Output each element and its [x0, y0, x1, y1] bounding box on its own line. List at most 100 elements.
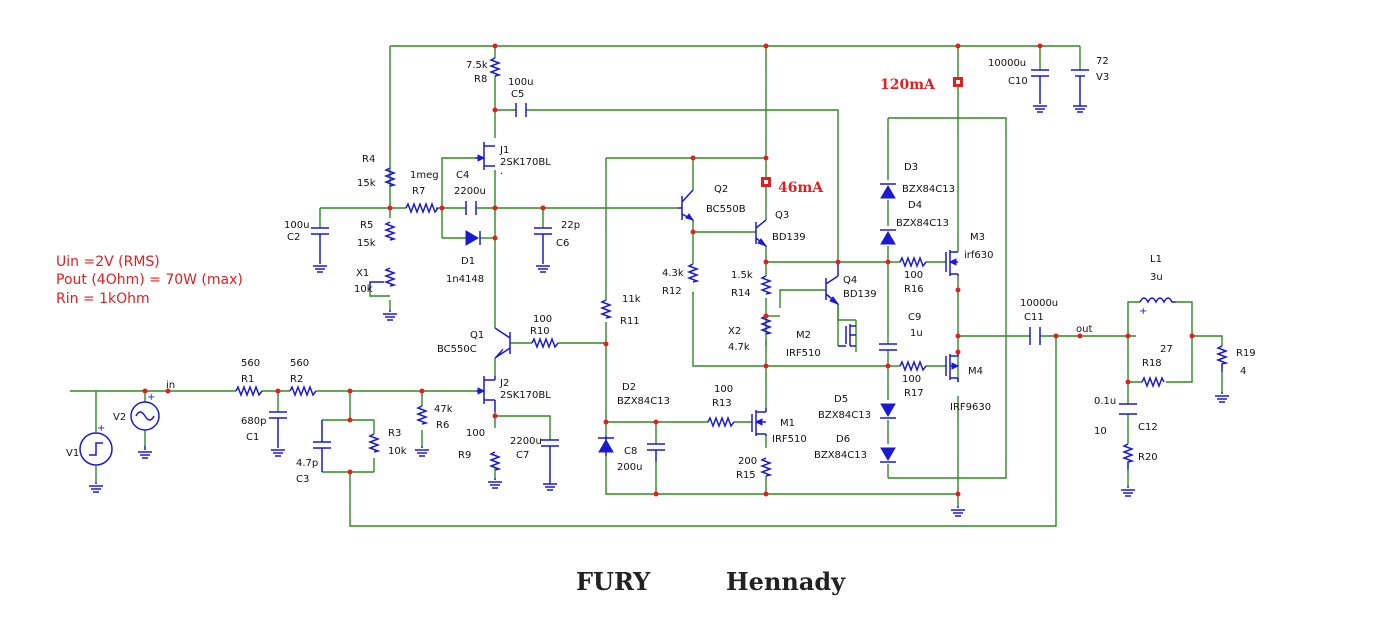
- label-C1v: 680p: [241, 416, 266, 427]
- inductor-L1: +: [1139, 297, 1176, 317]
- resistor-R6: [415, 405, 429, 425]
- resistor-R16: [899, 255, 927, 269]
- label-R10v: 100: [533, 314, 552, 325]
- battery-V3: [1071, 69, 1089, 104]
- capacitor-C12: [1119, 403, 1137, 415]
- label-R18v: 27: [1160, 344, 1173, 355]
- label-R13: R13: [712, 398, 732, 409]
- label-D2: D2: [622, 382, 636, 393]
- label-R5v: 15k: [357, 238, 376, 249]
- label-C9v: 1u: [910, 328, 923, 339]
- label-M3: M3: [970, 232, 985, 243]
- note-rin: Rin = 1kOhm: [56, 291, 150, 307]
- pulse-source-V1: +: [79, 423, 113, 466]
- label-C4: C4: [456, 170, 469, 181]
- note-uin: Uin =2V (RMS): [56, 254, 160, 270]
- label-C6: C6: [556, 238, 569, 249]
- label-R3: R3: [388, 428, 401, 439]
- label-R7: R7: [412, 186, 425, 197]
- capacitor-C10: [1031, 69, 1049, 102]
- label-M4: M4: [968, 366, 983, 377]
- label-M1: M1: [780, 418, 795, 429]
- resistor-R5: [383, 221, 397, 241]
- mosfet-M4: [945, 352, 960, 382]
- label-R9: R9: [458, 450, 471, 461]
- label-C10: C10: [1008, 76, 1028, 87]
- label-M2v: IRF510: [786, 348, 821, 359]
- label-M3v: irf630: [964, 250, 994, 261]
- label-D5v: BZX84C13: [818, 410, 871, 421]
- label-Q1: Q1: [470, 330, 484, 341]
- label-J1: J1: [499, 145, 509, 156]
- resistor-R2: [289, 384, 317, 398]
- label-R2v: 560: [290, 358, 309, 369]
- label-L1v: 3u: [1150, 272, 1163, 283]
- label-D1v: 1n4148: [446, 274, 484, 285]
- label-R16: R16: [904, 284, 924, 295]
- label-C1: C1: [246, 432, 259, 443]
- mosfet-M1: [751, 408, 767, 436]
- capacitor-C9: [879, 343, 897, 351]
- label-R16v: 100: [904, 270, 923, 281]
- bjt-Q2: [678, 189, 695, 221]
- zener-D6: [880, 447, 896, 461]
- label-R11v: 11k: [622, 294, 641, 305]
- label-C3v: 4.7p: [296, 458, 318, 469]
- footer-title: FURY Hennady: [576, 567, 846, 596]
- label-R4v: 15k: [357, 178, 376, 189]
- label-R19: R19: [1236, 348, 1256, 359]
- label-D6v: BZX84C13: [814, 450, 867, 461]
- label-R17: R17: [904, 388, 924, 399]
- net-label-in: in: [166, 380, 175, 391]
- label-R5: R5: [360, 220, 373, 231]
- label-R19v: 4: [1240, 366, 1246, 377]
- label-J2: J2: [499, 378, 509, 389]
- measurement-120mA: 120mA: [880, 77, 936, 93]
- sources: + + +: [79, 69, 1176, 466]
- label-M2: M2: [796, 330, 811, 341]
- label-R12: R12: [662, 286, 682, 297]
- resistor-R4: [383, 167, 397, 187]
- mosfet-M3: [945, 250, 959, 276]
- diodes: [465, 183, 896, 463]
- label-R13v: 100: [714, 384, 733, 395]
- resistors: [235, 57, 1229, 478]
- capacitor-C1: [269, 411, 287, 446]
- label-V3v: 72: [1096, 56, 1109, 67]
- notes: Uin =2V (RMS) Pout (4Ohm) = 70W (max) Ri…: [56, 77, 936, 307]
- bjt-Q1: [494, 327, 511, 359]
- label-X2: X2: [728, 326, 741, 337]
- label-C2: C2: [287, 232, 300, 243]
- label-X1v: 10k: [354, 284, 373, 295]
- label-Q3: Q3: [775, 210, 789, 221]
- resistor-R3: [367, 433, 381, 453]
- label-R15: R15: [736, 470, 756, 481]
- label-D3: D3: [904, 162, 918, 173]
- label-C9: C9: [908, 312, 921, 323]
- label-R6v: 47k: [434, 404, 453, 415]
- label-J1v: 2SK170BL: [500, 157, 551, 168]
- label-C3: C3: [296, 474, 309, 485]
- potentiometer-X1: [383, 267, 397, 287]
- resistor-R14: [759, 275, 773, 295]
- label-X2v: 4.7k: [728, 342, 750, 353]
- resistor-R19: [1215, 345, 1229, 372]
- label-R8: R8: [474, 74, 487, 85]
- resistor-R1: [235, 384, 263, 398]
- label-D6: D6: [836, 434, 850, 445]
- label-R1: R1: [241, 374, 254, 385]
- label-V2: V2: [113, 412, 126, 423]
- capacitor-C11: [1029, 327, 1041, 345]
- resistor-R10: [531, 336, 559, 350]
- label-R7v: 1meg: [410, 170, 439, 181]
- label-C4v: 2200u: [454, 186, 486, 197]
- mosfet-M2: [838, 324, 856, 347]
- bjt-Q3: [755, 219, 768, 248]
- label-C8: C8: [624, 446, 637, 457]
- label-R11: R11: [620, 316, 640, 327]
- measurement-46mA: 46mA: [778, 180, 824, 196]
- junction-dots: [142, 43, 1195, 497]
- svg-text:+: +: [1139, 306, 1147, 317]
- label-R3v: 10k: [388, 446, 407, 457]
- title-author: Hennady: [726, 567, 846, 596]
